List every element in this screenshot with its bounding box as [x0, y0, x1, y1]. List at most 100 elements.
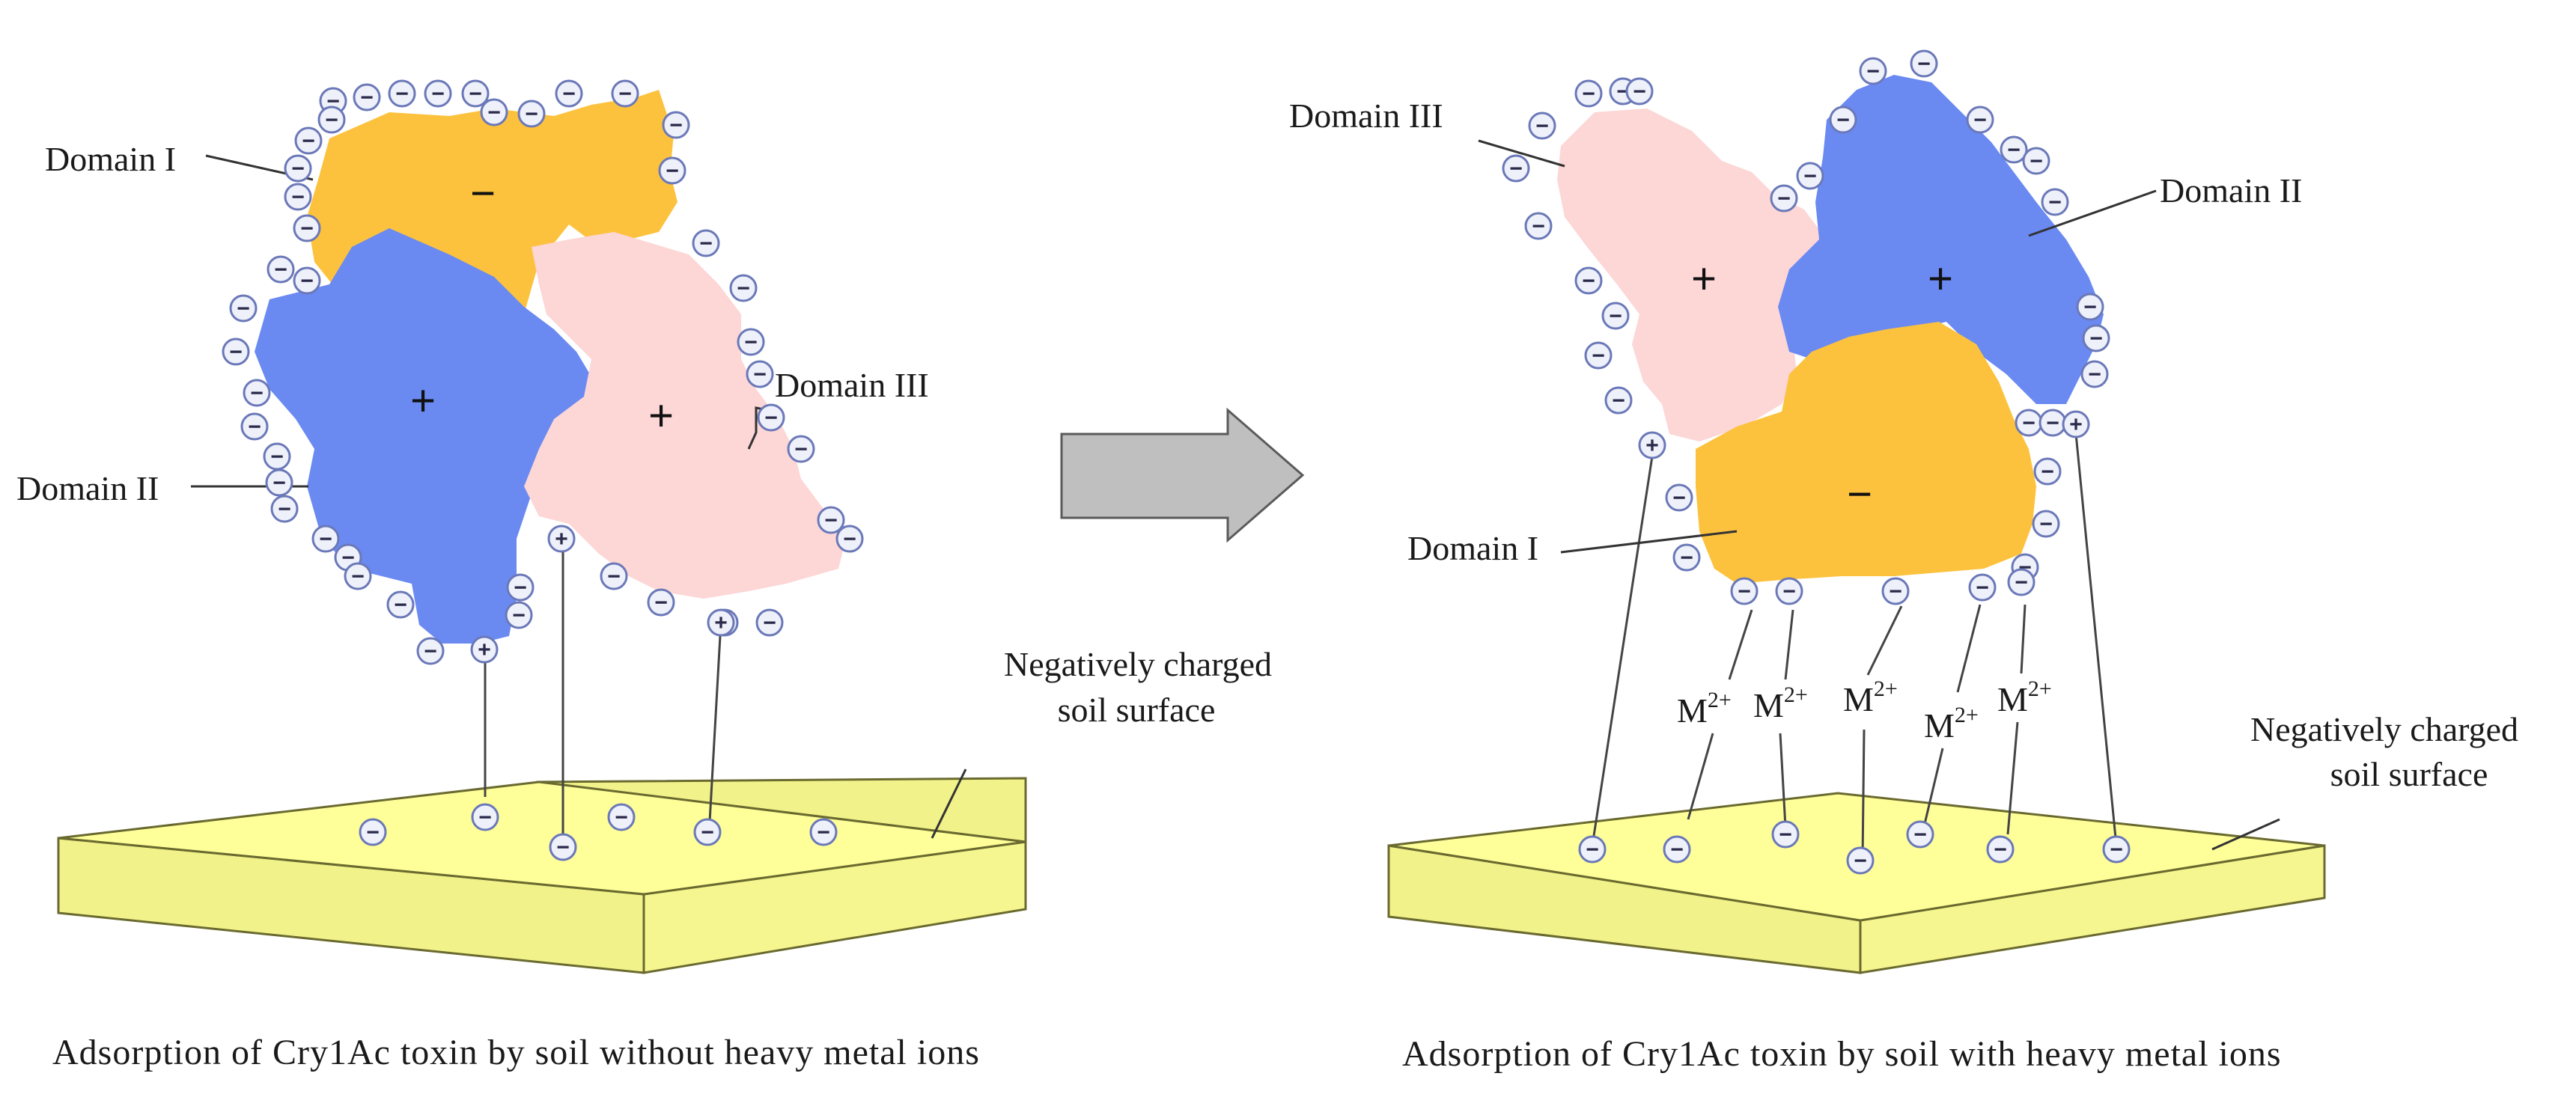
negative-charge-icon: −: [1829, 106, 1857, 134]
svg-text:−: −: [2088, 362, 2101, 387]
negative-charge-icon: −: [416, 637, 445, 665]
negative-charge-icon: −: [2038, 409, 2067, 437]
negative-charge-icon: −: [1796, 162, 1824, 190]
right-domain1-shape: [1696, 322, 2036, 584]
svg-text:−: −: [1535, 114, 1549, 138]
negative-charge-icon: −: [1771, 820, 1800, 849]
negative-charge-icon: −: [243, 379, 271, 407]
negative-charge-icon: −: [240, 412, 269, 441]
svg-text:−: −: [250, 381, 264, 406]
svg-text:−: −: [1592, 343, 1605, 368]
svg-text:+: +: [714, 611, 728, 635]
svg-text:−: −: [2015, 570, 2028, 595]
negative-charge-icon: −: [729, 274, 758, 302]
left-tethers: [484, 539, 722, 844]
negative-charge-icon: −: [353, 83, 381, 111]
negative-charge-icon: −: [1665, 483, 1693, 512]
metal-ion-label: M2+: [1924, 703, 1979, 745]
left-domain2-shape: [255, 228, 599, 644]
svg-text:−: −: [1854, 849, 1867, 873]
svg-text:−: −: [817, 820, 830, 845]
svg-text:−: −: [1866, 59, 1880, 84]
negative-charge-icon: −: [2000, 135, 2028, 164]
negative-charge-icon: −: [1910, 49, 1938, 78]
svg-text:−: −: [2083, 295, 2097, 320]
metal-ion-labels: M2+ M2+ M2+ M2+ M2+: [1677, 676, 2052, 745]
negative-charge-icon: −: [1906, 820, 1934, 849]
negative-charge-icon: −: [835, 525, 864, 553]
right-domain2-leader: [2028, 189, 2157, 237]
right-domain1-sign: −: [1847, 470, 1872, 519]
negative-charge-icon: −: [2076, 293, 2104, 321]
metal-ion-label: M2+: [1753, 682, 1808, 724]
negative-charge-icon: −: [1966, 106, 1994, 134]
svg-text:−: −: [2110, 837, 2123, 862]
left-soil-label-line2: soil surface: [1058, 691, 1216, 729]
negative-charge-icon: −: [222, 337, 250, 366]
svg-text:−: −: [1889, 579, 1902, 604]
negative-charge-icon: −: [1578, 835, 1607, 864]
svg-text:−: −: [744, 330, 758, 355]
svg-text:−: −: [478, 805, 492, 830]
right-soil-slab: [1387, 792, 2326, 974]
svg-text:−: −: [274, 257, 287, 282]
negative-charge-icon: −: [311, 525, 340, 553]
svg-text:−: −: [669, 113, 683, 138]
svg-text:−: −: [764, 406, 778, 430]
negative-charge-icon: −: [293, 266, 321, 295]
negative-charge-icon: −: [2080, 360, 2109, 388]
left-domain2-sign: +: [410, 376, 436, 425]
negative-charge-icon: −: [787, 435, 815, 463]
svg-text:−: −: [1532, 214, 1545, 239]
svg-text:−: −: [431, 82, 445, 106]
svg-text:−: −: [291, 156, 305, 181]
svg-text:−: −: [512, 603, 526, 628]
right-domain1-leader: [1560, 530, 1738, 554]
negative-charge-icon: −: [263, 442, 291, 471]
svg-text:−: −: [607, 564, 621, 589]
svg-text:−: −: [1582, 82, 1595, 106]
negative-charge-icon: −: [555, 79, 583, 108]
svg-text:−: −: [699, 231, 713, 256]
negative-charge-icon: −: [229, 294, 258, 323]
metal-ion-label: M2+: [1997, 676, 2052, 718]
right-soil-label-line2: soil surface: [2330, 755, 2488, 793]
negative-charge-icon: −: [600, 562, 628, 590]
negative-charge-icon: −: [294, 126, 323, 155]
svg-text:−: −: [270, 444, 284, 469]
negative-charge-icon: −: [1574, 266, 1603, 295]
svg-text:−: −: [2089, 326, 2103, 351]
negative-charge-icon: −: [2041, 188, 2069, 216]
svg-text:−: −: [666, 159, 679, 183]
right-tethers: [1591, 433, 2118, 861]
svg-text:−: −: [360, 85, 374, 110]
negative-charge-icon: −: [461, 79, 490, 108]
right-caption: Adsorption of Cry1Ac toxin by soil with …: [1402, 1034, 2282, 1074]
right-domain2-label: Domain II: [2160, 171, 2302, 210]
negative-charge-icon: −: [1846, 846, 1875, 875]
negative-charge-icon: −: [1770, 184, 1798, 213]
negative-charge-icon: −: [549, 833, 577, 861]
positive-charge-icon: +: [707, 608, 735, 637]
negative-charge-icon: −: [817, 506, 845, 534]
negative-charge-icon: −: [293, 214, 321, 242]
right-charge-markers: −−−−−−−−−−−−−−−−−−−−−−−−++−−−−−−−−−−−−−−…: [1502, 49, 2131, 875]
left-domain3-sign: +: [648, 391, 674, 440]
svg-text:−: −: [1777, 186, 1791, 211]
left-soil-label-line1: Negatively charged: [1004, 645, 1272, 683]
svg-text:−: −: [1633, 79, 1646, 104]
negative-charge-icon: −: [284, 183, 312, 211]
svg-text:−: −: [1917, 52, 1931, 76]
positive-charge-icon: +: [2062, 410, 2090, 439]
negative-charge-icon: −: [344, 562, 372, 590]
right-domain3-label: Domain III: [1289, 97, 1443, 135]
negative-charge-icon: −: [662, 111, 690, 139]
svg-text:−: −: [1738, 579, 1751, 604]
right-domain3-shape: [1557, 109, 1827, 441]
svg-text:−: −: [278, 497, 291, 522]
svg-text:−: −: [1973, 108, 1987, 132]
left-soil-leader: [931, 769, 967, 839]
svg-text:−: −: [2022, 411, 2035, 436]
svg-text:−: −: [2046, 411, 2059, 436]
